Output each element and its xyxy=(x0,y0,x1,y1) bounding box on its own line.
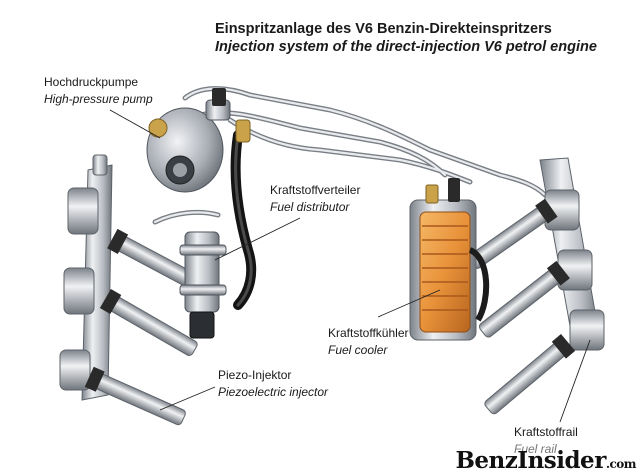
label-cooler-en: Fuel cooler xyxy=(328,343,388,357)
label-high-pressure-pump: Hochdruckpumpe High-pressure pump xyxy=(44,74,153,108)
label-cooler-de: Kraftstoffkühler xyxy=(328,326,409,340)
label-rail-en: Fuel rail xyxy=(514,442,557,456)
label-fuel-rail: Kraftstoffrail Fuel rail xyxy=(514,424,578,458)
right-injectors xyxy=(468,198,576,415)
fuel-cooler xyxy=(409,178,490,341)
high-pressure-pump xyxy=(146,88,251,193)
label-injector-de: Piezo-Injektor xyxy=(218,368,292,382)
label-injector-en: Piezoelectric injector xyxy=(218,385,329,399)
label-pump-de: Hochdruckpumpe xyxy=(44,75,139,89)
label-fuel-distributor: Kraftstoffverteiler Fuel distributor xyxy=(270,182,360,216)
label-pump-en: High-pressure pump xyxy=(44,92,153,106)
watermark-name: BenzInsider xyxy=(455,447,606,474)
leader-lines xyxy=(109,109,591,423)
left-injectors xyxy=(84,228,202,426)
label-fuel-cooler: Kraftstoffkühler Fuel cooler xyxy=(328,325,408,359)
fuel-distributor xyxy=(179,231,227,339)
label-rail-de: Kraftstoffrail xyxy=(514,425,578,439)
title-english: Injection system of the direct-injection… xyxy=(215,39,597,55)
label-distributor-en: Fuel distributor xyxy=(270,200,350,214)
label-piezo-injector: Piezo-Injektor Piezoelectric injector xyxy=(218,367,328,401)
hose xyxy=(230,130,257,310)
left-fuel-rail xyxy=(59,154,113,401)
watermark-domain: .com xyxy=(605,457,637,471)
watermark: BenzInsider.com xyxy=(455,447,636,474)
label-distributor-de: Kraftstoffverteiler xyxy=(270,183,361,197)
right-fuel-rail xyxy=(539,157,605,351)
title-german: Einspritzanlage des V6 Benzin-Direkteins… xyxy=(215,21,552,37)
